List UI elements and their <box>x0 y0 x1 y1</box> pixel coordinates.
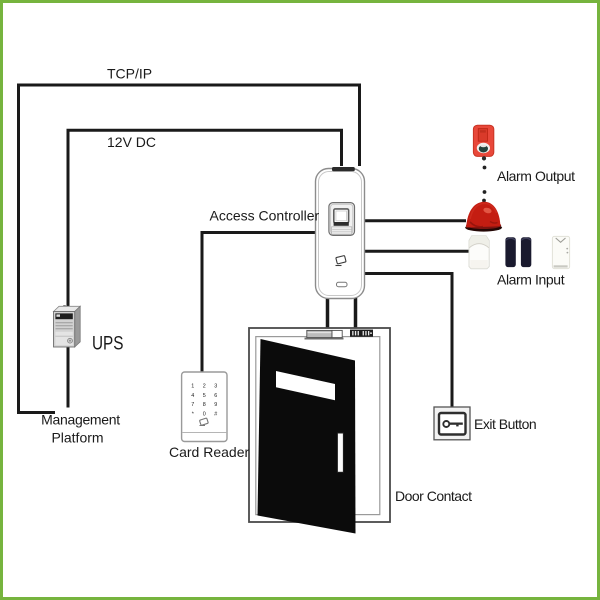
svg-text:2: 2 <box>203 384 206 390</box>
svg-text:7: 7 <box>191 402 194 408</box>
svg-text:3: 3 <box>214 384 217 390</box>
svg-text:6: 6 <box>214 393 217 399</box>
svg-text:Alarm Input: Alarm Input <box>497 272 565 288</box>
svg-text:TCP/IP: TCP/IP <box>107 66 152 82</box>
svg-text:12V DC: 12V DC <box>107 134 156 150</box>
svg-text:Card Reader: Card Reader <box>169 444 249 460</box>
svg-text:4: 4 <box>191 393 194 399</box>
svg-text:8: 8 <box>203 402 206 408</box>
svg-text:*: * <box>192 411 195 417</box>
svg-text:5: 5 <box>203 393 206 399</box>
svg-text:Door Contact: Door Contact <box>395 488 472 504</box>
svg-text:0: 0 <box>203 411 206 417</box>
svg-text:Management: Management <box>41 412 120 428</box>
svg-text:Exit Button: Exit Button <box>474 416 536 432</box>
svg-text:Alarm Output: Alarm Output <box>497 168 575 184</box>
svg-text:Access Controller: Access Controller <box>210 208 320 224</box>
svg-text:1: 1 <box>191 384 194 390</box>
svg-text:9: 9 <box>214 402 217 408</box>
svg-text:#: # <box>214 411 217 417</box>
svg-text:UPS: UPS <box>92 333 124 355</box>
svg-text:Platform: Platform <box>51 430 103 446</box>
